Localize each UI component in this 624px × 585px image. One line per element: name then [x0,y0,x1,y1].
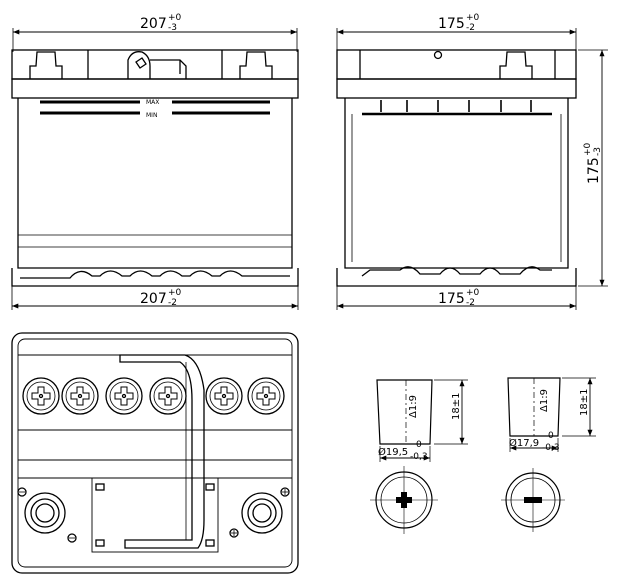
svg-text:-0,3: -0,3 [410,452,428,462]
side-lid [336,49,577,80]
vent-cap [61,377,99,415]
svg-text:0: 0 [548,431,554,441]
front-view [11,28,299,310]
positive-diameter-label: Ø19,5 0 -0,3 [378,440,428,462]
vent-cap [105,377,143,415]
negative-diameter-label: Ø17,9 0 -0,3 [509,431,560,453]
vent-cap [247,377,285,415]
svg-text:Ø17,9: Ø17,9 [509,437,539,449]
minus-sign-icon [524,497,542,503]
svg-text:+0: +0 [466,288,480,298]
svg-text:-2: -2 [466,298,475,308]
side-terminal [499,51,533,79]
top-terminal-right [241,487,290,534]
svg-text:-3: -3 [168,23,177,33]
side-height-dimension: 175 +0 -3 [583,142,603,184]
front-terminal-right [239,51,273,79]
vent-caps [22,377,285,415]
svg-text:175: 175 [438,16,465,32]
svg-text:Δ1:9: Δ1:9 [539,389,550,412]
top-outline [11,332,299,574]
max-label: MAX [146,99,159,106]
vent-cap [22,377,60,415]
svg-text:+0: +0 [168,288,182,298]
top-terminal-left [17,487,66,534]
svg-text:-2: -2 [168,298,177,308]
svg-text:Δ1:9: Δ1:9 [408,395,419,418]
svg-text:18±1: 18±1 [451,393,462,420]
side-body [344,98,569,269]
negative-taper-label: Δ1:9 [539,389,550,412]
svg-text:+0: +0 [168,13,182,23]
side-bottom-dimension: 175 +0 -2 [438,288,480,308]
svg-text:+0: +0 [583,142,593,156]
min-label: MIN [146,112,157,119]
svg-text:-3: -3 [593,147,603,156]
positive-height-label: 18±1 [451,393,462,420]
svg-text:-2: -2 [466,23,475,33]
svg-text:0: 0 [416,440,422,450]
svg-text:207: 207 [140,16,167,32]
vent-cap [205,377,243,415]
positive-taper-label: Δ1:9 [408,395,419,418]
top-view [11,332,299,574]
svg-text:175: 175 [438,291,465,307]
vent-cap [149,377,187,415]
side-top-dimension: 175 +0 -2 [438,13,480,33]
front-body [17,98,293,269]
top-handle [119,354,205,549]
svg-text:175: 175 [586,157,602,184]
svg-text:+0: +0 [466,13,480,23]
svg-text:207: 207 [140,291,167,307]
negative-height-label: 18±1 [579,389,590,416]
front-terminal-left [29,51,63,79]
side-view [336,28,608,310]
plus-sign-icon [396,492,412,508]
svg-text:Ø19,5: Ø19,5 [378,446,408,458]
front-bottom-dimension: 207 +0 -2 [140,288,182,308]
front-handle [127,51,187,79]
svg-text:18±1: 18±1 [579,389,590,416]
svg-text:-0,3: -0,3 [542,443,560,453]
front-top-dimension: 207 +0 -3 [140,13,182,33]
terminal-detail-negative [501,377,596,532]
